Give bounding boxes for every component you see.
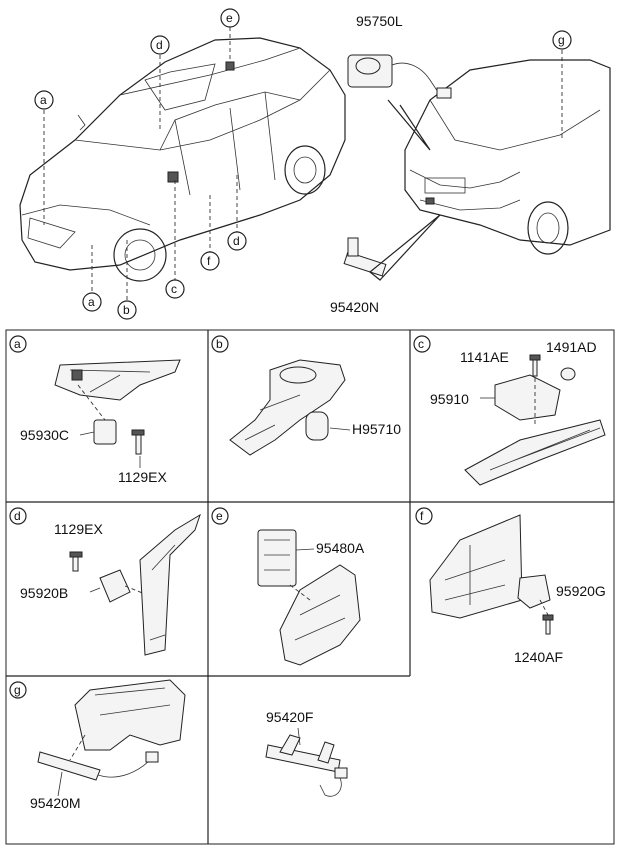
front-car-callouts xyxy=(43,27,563,300)
label-95420F: 95420F xyxy=(266,709,313,725)
panel-g: g 95420M xyxy=(9,679,186,811)
callout-d-2: d xyxy=(227,231,247,251)
detail-grid xyxy=(5,329,615,845)
label-1129EX-d: 1129EX xyxy=(54,521,103,537)
label-95420N: 95420N xyxy=(330,299,379,315)
callout-d-1: d xyxy=(150,35,170,55)
label-95920G: 95920G xyxy=(556,583,606,599)
label-95480A: 95480A xyxy=(316,540,365,556)
label-1491AD: 1491AD xyxy=(546,339,597,355)
svg-text:e: e xyxy=(226,11,233,25)
svg-text:e: e xyxy=(216,509,223,523)
module-95750L xyxy=(347,54,452,151)
svg-text:g: g xyxy=(558,33,565,47)
sensor-95420N xyxy=(343,214,441,281)
svg-text:g: g xyxy=(14,683,21,697)
label-H95710: H95710 xyxy=(352,421,401,437)
svg-text:d: d xyxy=(14,509,21,523)
svg-text:c: c xyxy=(418,337,424,351)
svg-text:a: a xyxy=(14,337,21,351)
label-1129EX-a: 1129EX xyxy=(118,469,167,485)
svg-text:a: a xyxy=(88,295,95,309)
callout-f: f xyxy=(200,251,220,271)
svg-text:a: a xyxy=(40,93,47,107)
callout-g: g xyxy=(552,30,572,50)
svg-text:d: d xyxy=(156,38,163,52)
svg-text:f: f xyxy=(207,254,211,268)
callout-e: e xyxy=(220,8,240,28)
panel-b: b H95710 xyxy=(211,335,401,456)
panel-f: f 95920G 1240AF xyxy=(415,507,606,665)
panel-d: d 1129EX 95920B xyxy=(9,507,201,656)
label-1141AE: 1141AE xyxy=(460,349,509,365)
callout-b: b xyxy=(117,300,137,320)
callout-c: c xyxy=(165,279,185,299)
label-95910: 95910 xyxy=(430,391,469,407)
label-1240AF: 1240AF xyxy=(514,649,563,665)
label-95930C: 95930C xyxy=(20,427,69,443)
svg-text:c: c xyxy=(171,282,177,296)
svg-text:f: f xyxy=(420,509,424,523)
panel-a: a 95930C 1129EX xyxy=(9,335,181,485)
front-car-illustration xyxy=(19,37,346,282)
svg-text:b: b xyxy=(216,337,223,351)
callout-a-1: a xyxy=(34,90,54,110)
panel-e: e 95480A xyxy=(211,507,365,666)
rear-car-illustration xyxy=(404,59,611,255)
label-95750L: 95750L xyxy=(356,13,403,29)
label-95420M: 95420M xyxy=(30,795,81,811)
panel-c: c 1141AE 1491AD 95910 xyxy=(413,335,606,486)
panel-95420F: 95420F xyxy=(265,709,348,797)
svg-text:d: d xyxy=(233,234,240,248)
svg-text:b: b xyxy=(123,303,130,317)
label-95920B: 95920B xyxy=(20,585,68,601)
callout-a-2: a xyxy=(82,292,102,312)
